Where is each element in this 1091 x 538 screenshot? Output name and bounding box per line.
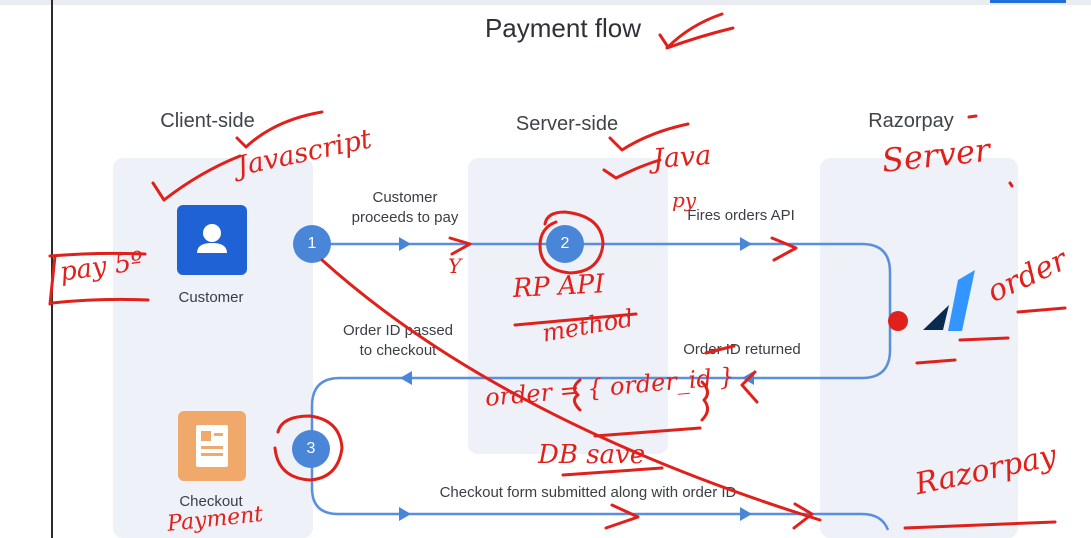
dash-mark [967, 114, 978, 119]
check-mark [235, 110, 324, 149]
underline [903, 520, 1057, 530]
underline [915, 306, 1067, 365]
edge-label-order-id-passed: Order ID passed [342, 322, 454, 339]
annotation-db-save: DB save [538, 440, 646, 470]
page-title: Payment flow [484, 13, 642, 43]
underline [561, 466, 664, 477]
checkout-icon [178, 411, 246, 481]
top-bar [0, 0, 1091, 5]
check-mark [151, 154, 242, 202]
underline [513, 312, 638, 327]
column-server-heading: Server-side [515, 113, 619, 135]
edge-label-proceeds: proceeds to pay [351, 209, 459, 226]
tab-indicator [990, 0, 1066, 3]
arrow-head [399, 237, 411, 251]
edge-label-fires-orders: Fires orders API [687, 207, 795, 224]
dash-mark [1008, 181, 1014, 188]
step-3-badge: 3 [292, 430, 330, 468]
step-1-badge: 1 [293, 225, 331, 263]
checkout-label: Checkout [179, 493, 243, 510]
annotation-java: Java [652, 139, 713, 175]
column-razorpay-heading: Razorpay [868, 110, 954, 132]
chevron [448, 236, 472, 256]
left-divider [51, 0, 53, 538]
flow-top-line [310, 242, 892, 531]
arrow-head [399, 507, 411, 521]
razorpay-logo [923, 305, 949, 330]
razorpay-logo [948, 270, 975, 331]
check-mark [658, 12, 735, 50]
chevron [792, 502, 814, 530]
edge-label-to-checkout: to checkout [359, 342, 437, 359]
edge-label-order-id-returned: Order ID returned [683, 341, 801, 358]
arrow-head [740, 237, 752, 251]
chevron [770, 236, 798, 262]
pay-box [48, 251, 150, 306]
step-circle [273, 414, 344, 482]
annotation-rp-api: RP API [512, 269, 606, 304]
arrow-head [400, 371, 412, 385]
server-panel [468, 158, 668, 454]
annotation-py: py [672, 188, 697, 212]
customer-label: Customer [178, 289, 244, 306]
step-circle [538, 210, 605, 275]
red-dot [888, 311, 908, 331]
customer-icon [177, 205, 247, 275]
chevron [604, 503, 640, 530]
chevron [740, 370, 759, 404]
step-2-badge: 2 [546, 225, 584, 263]
underline [704, 344, 736, 355]
edge-label-checkout-submitted: Checkout form submitted along with order… [439, 484, 737, 501]
brace [573, 378, 709, 422]
check-mark [602, 122, 690, 180]
arrow-head [740, 507, 752, 521]
strike-line [320, 258, 822, 522]
razorpay-panel [820, 158, 1018, 538]
column-client-heading: Client-side [160, 110, 255, 132]
underline [593, 426, 702, 438]
annotation-y: Y [448, 254, 462, 278]
edge-label-customer: Customer [372, 189, 438, 206]
